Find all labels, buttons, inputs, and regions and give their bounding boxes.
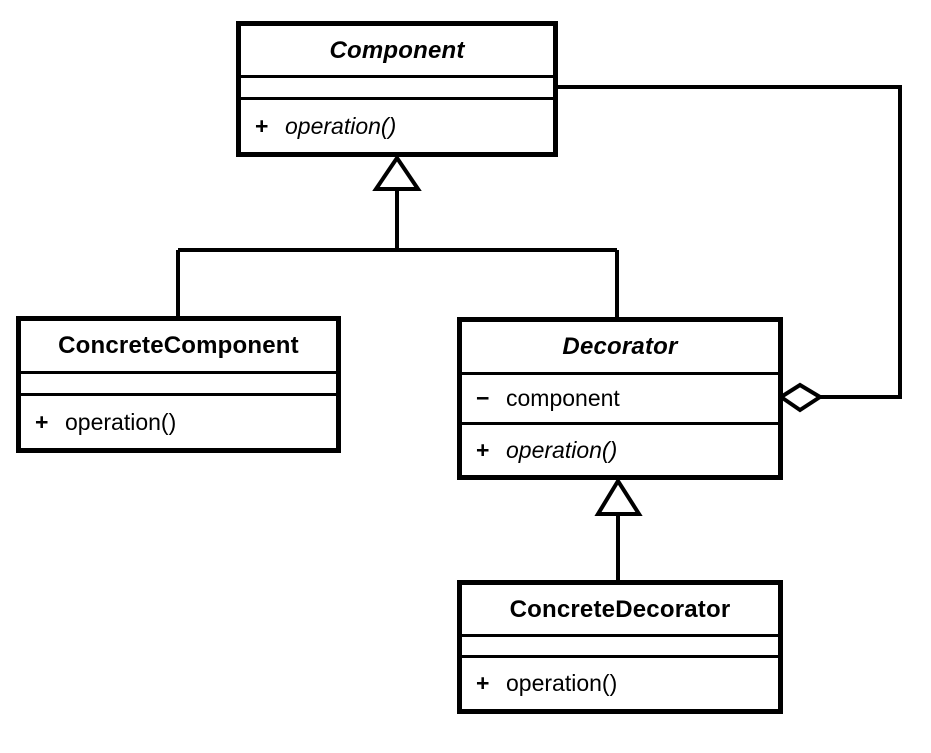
- operation-row: + operation(): [462, 437, 617, 464]
- operation-label: operation(): [506, 436, 618, 463]
- class-attributes-compartment: [241, 78, 553, 100]
- attribute-row: − component: [462, 385, 620, 412]
- operation-row: + operation(): [462, 670, 617, 697]
- class-operations-compartment: + operation(): [462, 658, 778, 709]
- class-operations-compartment: + operation(): [21, 396, 336, 448]
- visibility-marker: −: [476, 385, 490, 411]
- class-name-label: Decorator: [562, 333, 678, 360]
- class-box-concrete-decorator[interactable]: ConcreteDecorator + operation(): [457, 580, 783, 714]
- class-name-compartment: ConcreteDecorator: [462, 585, 778, 637]
- class-name-label: ConcreteComponent: [58, 332, 299, 359]
- class-box-decorator[interactable]: Decorator − component + operation(): [457, 317, 783, 480]
- visibility-marker: +: [476, 436, 490, 463]
- generalization-link-subclasses-to-component: [176, 154, 619, 319]
- class-name-compartment: Decorator: [462, 322, 778, 375]
- class-attributes-compartment: [462, 637, 778, 658]
- operation-label: operation(): [285, 112, 397, 139]
- class-operations-compartment: + operation(): [462, 425, 778, 475]
- operation-row: + operation(): [21, 409, 176, 436]
- class-name-label: Component: [329, 36, 465, 64]
- visibility-marker: +: [35, 408, 49, 435]
- class-operations-compartment: + operation(): [241, 100, 553, 152]
- hollow-triangle-icon: [372, 154, 422, 191]
- class-attributes-compartment: [21, 374, 336, 396]
- hollow-triangle-icon: [594, 477, 643, 516]
- generalization-link-concretedecorator-to-decorator: [594, 477, 643, 580]
- class-name-compartment: Component: [241, 26, 553, 78]
- class-name-compartment: ConcreteComponent: [21, 321, 336, 374]
- attribute-label: component: [506, 385, 620, 411]
- class-box-concrete-component[interactable]: ConcreteComponent + operation(): [16, 316, 341, 453]
- hollow-diamond-icon: [777, 382, 824, 413]
- class-box-component[interactable]: Component + operation(): [236, 21, 558, 157]
- visibility-marker: +: [476, 670, 490, 696]
- visibility-marker: +: [255, 112, 269, 139]
- operation-label: operation(): [506, 670, 618, 696]
- operation-label: operation(): [65, 408, 177, 435]
- class-name-label: ConcreteDecorator: [509, 595, 731, 623]
- operation-row: + operation(): [241, 113, 396, 140]
- class-attributes-compartment: − component: [462, 375, 778, 425]
